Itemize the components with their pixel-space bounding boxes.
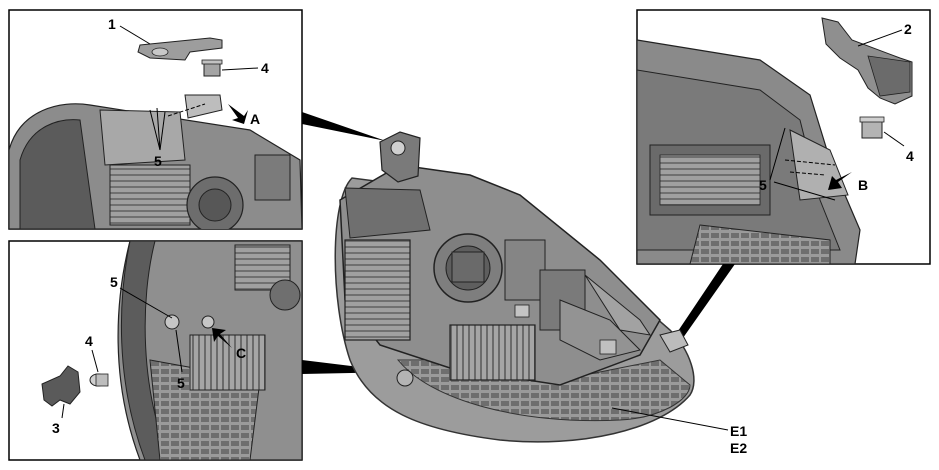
leader-e1: [611, 407, 729, 431]
callout-part-5-top-left: 5: [154, 153, 162, 169]
callout-part-2: 2: [904, 21, 912, 37]
callout-arrow-a: A: [250, 111, 260, 127]
detail-panel-bottom-left: [8, 240, 303, 461]
callout-arrow-c: C: [236, 345, 246, 361]
arrow-a-icon: [228, 104, 248, 124]
callout-part-5-bottom-left-lower: 5: [177, 375, 185, 391]
callout-e1: E1: [730, 423, 747, 439]
connector-wedge-top-left: [302, 112, 386, 141]
callout-part-4-top-right: 4: [906, 148, 914, 164]
callout-e2: E2: [730, 440, 747, 456]
arrow-b-icon: [828, 172, 852, 190]
callout-part-3: 3: [52, 420, 60, 436]
detail-panel-top-right: [636, 9, 931, 265]
arrow-c-icon: [212, 328, 232, 348]
detail-panel-top-left: [8, 9, 303, 230]
callout-part-5-top-right: 5: [759, 177, 767, 193]
callout-part-4-top-left: 4: [261, 60, 269, 76]
callout-arrow-b: B: [858, 177, 868, 193]
callout-part-5-bottom-left-upper: 5: [110, 274, 118, 290]
callout-part-1: 1: [108, 16, 116, 32]
headlamp-housing-main: [334, 131, 695, 443]
connector-wedge-right: [672, 264, 735, 345]
callout-part-4-bottom-left: 4: [85, 333, 93, 349]
